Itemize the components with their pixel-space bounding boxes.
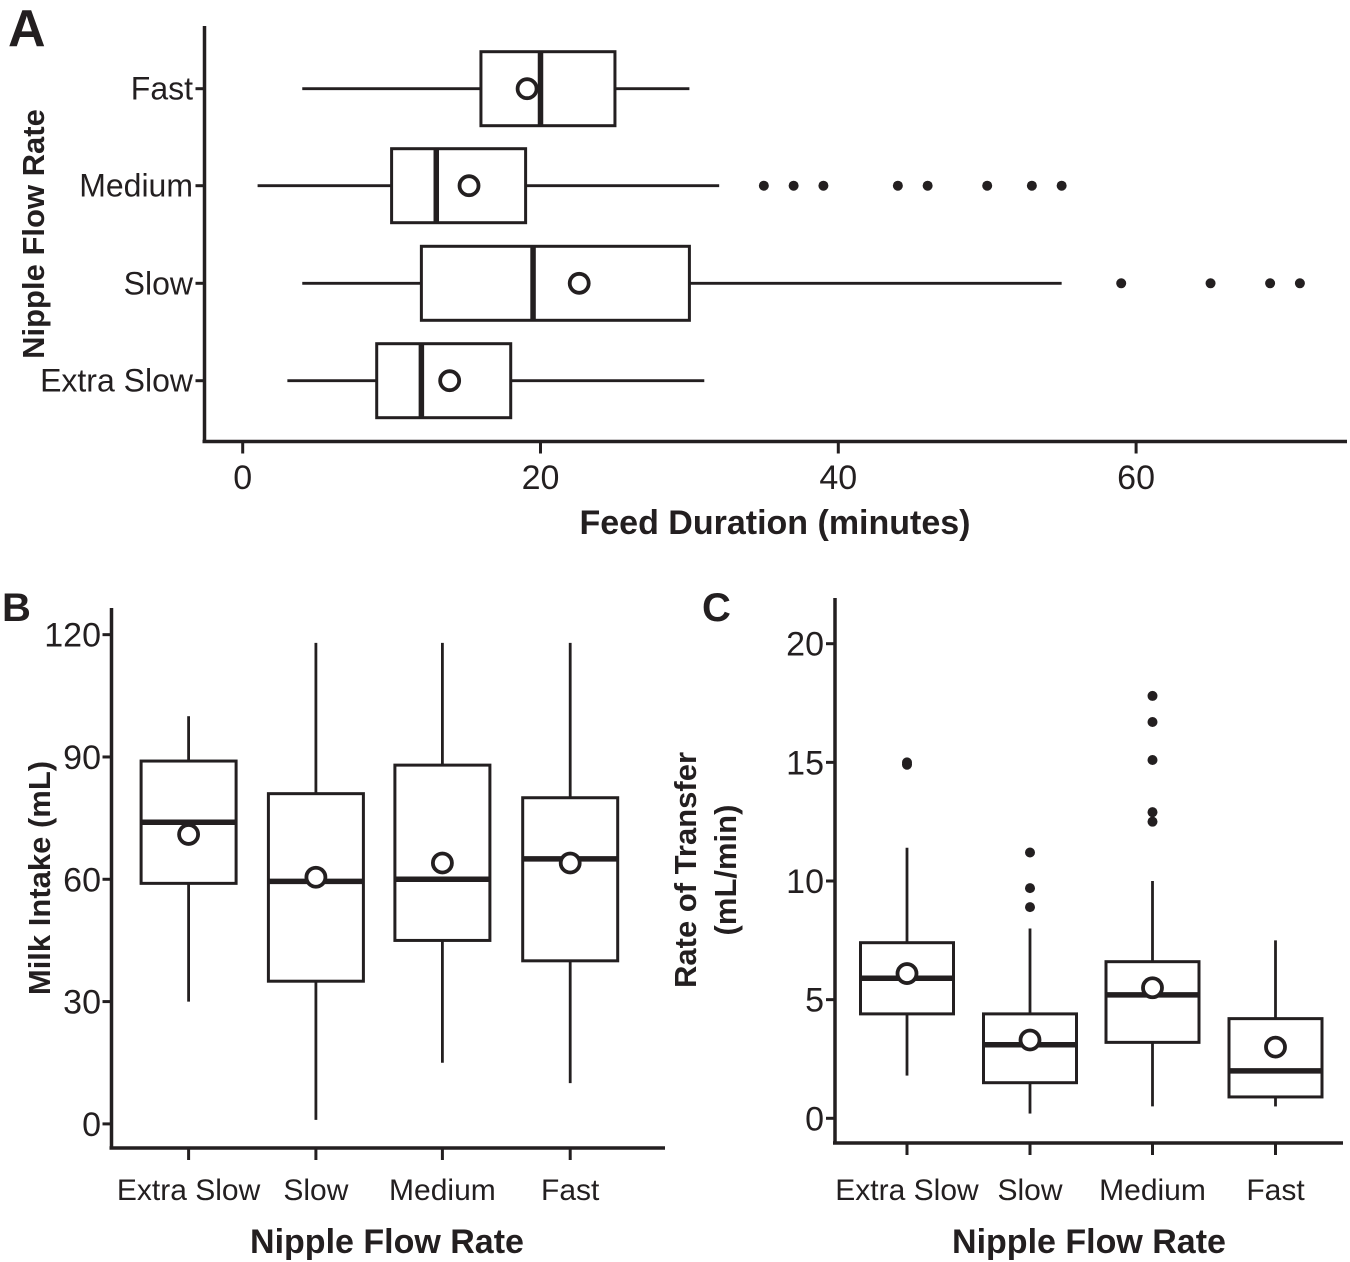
mean-marker	[515, 77, 539, 101]
y-category-label: Extra Slow	[40, 363, 194, 399]
outlier-point	[1025, 847, 1035, 858]
outlier-point	[1025, 902, 1035, 913]
outlier-point	[1147, 816, 1158, 827]
mean-marker	[1018, 1028, 1042, 1052]
y-axis-title: Milk Intake (mL)	[22, 761, 57, 995]
box-group-slow: Slow	[982, 847, 1078, 1207]
y-axis-title: Rate of Transfer(mL/min)	[668, 752, 743, 988]
y-tick-label: 30	[63, 984, 101, 1022]
box-group-medium: Medium	[79, 147, 1067, 225]
y-axis-title-line: Rate of Transfer	[668, 752, 703, 988]
x-tick-label: 20	[522, 459, 560, 497]
outlier-point	[1116, 278, 1127, 289]
y-category-label: Medium	[79, 168, 193, 204]
outlier-point	[1025, 883, 1035, 894]
box-group-fast: Fast	[521, 642, 620, 1207]
y-tick-label: 120	[44, 617, 101, 655]
box-group-extra-slow: Extra Slow	[835, 757, 979, 1207]
outlier-point	[818, 180, 829, 191]
x-category-label: Slow	[997, 1174, 1062, 1207]
outlier-point	[758, 180, 769, 191]
iqr-box	[479, 50, 617, 128]
y-category-label: Fast	[131, 71, 193, 107]
mean-marker	[304, 865, 328, 889]
panel-letter-C: C	[702, 586, 731, 630]
x-category-label: Extra Slow	[117, 1174, 261, 1207]
outlier-point	[1147, 690, 1158, 701]
x-tick-label: 40	[819, 459, 857, 497]
x-category-label: Extra Slow	[835, 1174, 979, 1207]
outlier-point	[1026, 180, 1037, 191]
y-tick-label: 15	[786, 744, 824, 782]
outlier-point	[1265, 278, 1276, 289]
outlier-point	[892, 180, 903, 191]
x-category-label: Fast	[541, 1174, 600, 1207]
box-group-fast: Fast	[131, 50, 690, 128]
box-group-medium: Medium	[1099, 690, 1206, 1207]
box-group-medium: Medium	[389, 642, 496, 1207]
box-group-slow: Slow	[124, 244, 1305, 322]
outlier-point	[788, 180, 799, 191]
outlier-point	[1147, 754, 1158, 765]
mean-marker	[567, 271, 591, 295]
outlier-point	[902, 757, 912, 768]
x-category-label: Slow	[283, 1174, 348, 1207]
iqr-box	[1104, 960, 1201, 1044]
outlier-point	[1147, 807, 1158, 818]
mean-marker	[1141, 976, 1164, 1000]
mean-marker	[558, 851, 582, 875]
outlier-point	[1147, 717, 1158, 728]
y-tick-label: 90	[63, 739, 101, 777]
mean-marker	[457, 174, 481, 198]
box-group-fast: Fast	[1227, 940, 1324, 1207]
outlier-point	[982, 180, 993, 191]
x-category-label: Fast	[1246, 1174, 1305, 1207]
outlier-point	[1205, 278, 1216, 289]
x-category-label: Medium	[1099, 1174, 1206, 1207]
mean-marker	[438, 369, 462, 393]
box-group-slow: Slow	[266, 642, 365, 1207]
y-axis-title-line: (mL/min)	[708, 805, 743, 936]
y-axis-title-line: Milk Intake (mL)	[22, 761, 57, 995]
x-tick-label: 60	[1117, 459, 1155, 497]
x-category-label: Medium	[389, 1174, 496, 1207]
iqr-box	[521, 796, 620, 963]
y-tick-label: 60	[63, 861, 101, 899]
mean-marker	[177, 823, 201, 846]
mean-marker	[1264, 1035, 1287, 1059]
mean-marker	[430, 851, 454, 875]
y-tick-label: 5	[805, 982, 824, 1020]
outlier-point	[1056, 180, 1067, 191]
y-tick-label: 10	[786, 863, 824, 901]
box-group-extra-slow: Extra Slow	[117, 716, 261, 1207]
y-axis-title: Nipple Flow Rate	[16, 109, 51, 359]
outlier-point	[1294, 278, 1305, 289]
x-axis-title: Nipple Flow Rate	[952, 1223, 1226, 1261]
panel-letter-B: B	[2, 586, 31, 630]
x-axis-title: Feed Duration (minutes)	[579, 504, 970, 542]
iqr-box	[419, 244, 691, 322]
outlier-point	[922, 180, 933, 191]
y-category-label: Slow	[124, 265, 194, 301]
y-tick-label: 0	[82, 1106, 101, 1144]
box-group-extra-slow: Extra Slow	[40, 342, 705, 420]
panel-letter-A: A	[8, 0, 46, 58]
x-axis-title: Nipple Flow Rate	[250, 1223, 524, 1261]
mean-marker	[895, 962, 919, 985]
x-tick-label: 0	[233, 459, 252, 497]
y-tick-label: 20	[786, 626, 824, 664]
y-tick-label: 0	[805, 1100, 824, 1138]
